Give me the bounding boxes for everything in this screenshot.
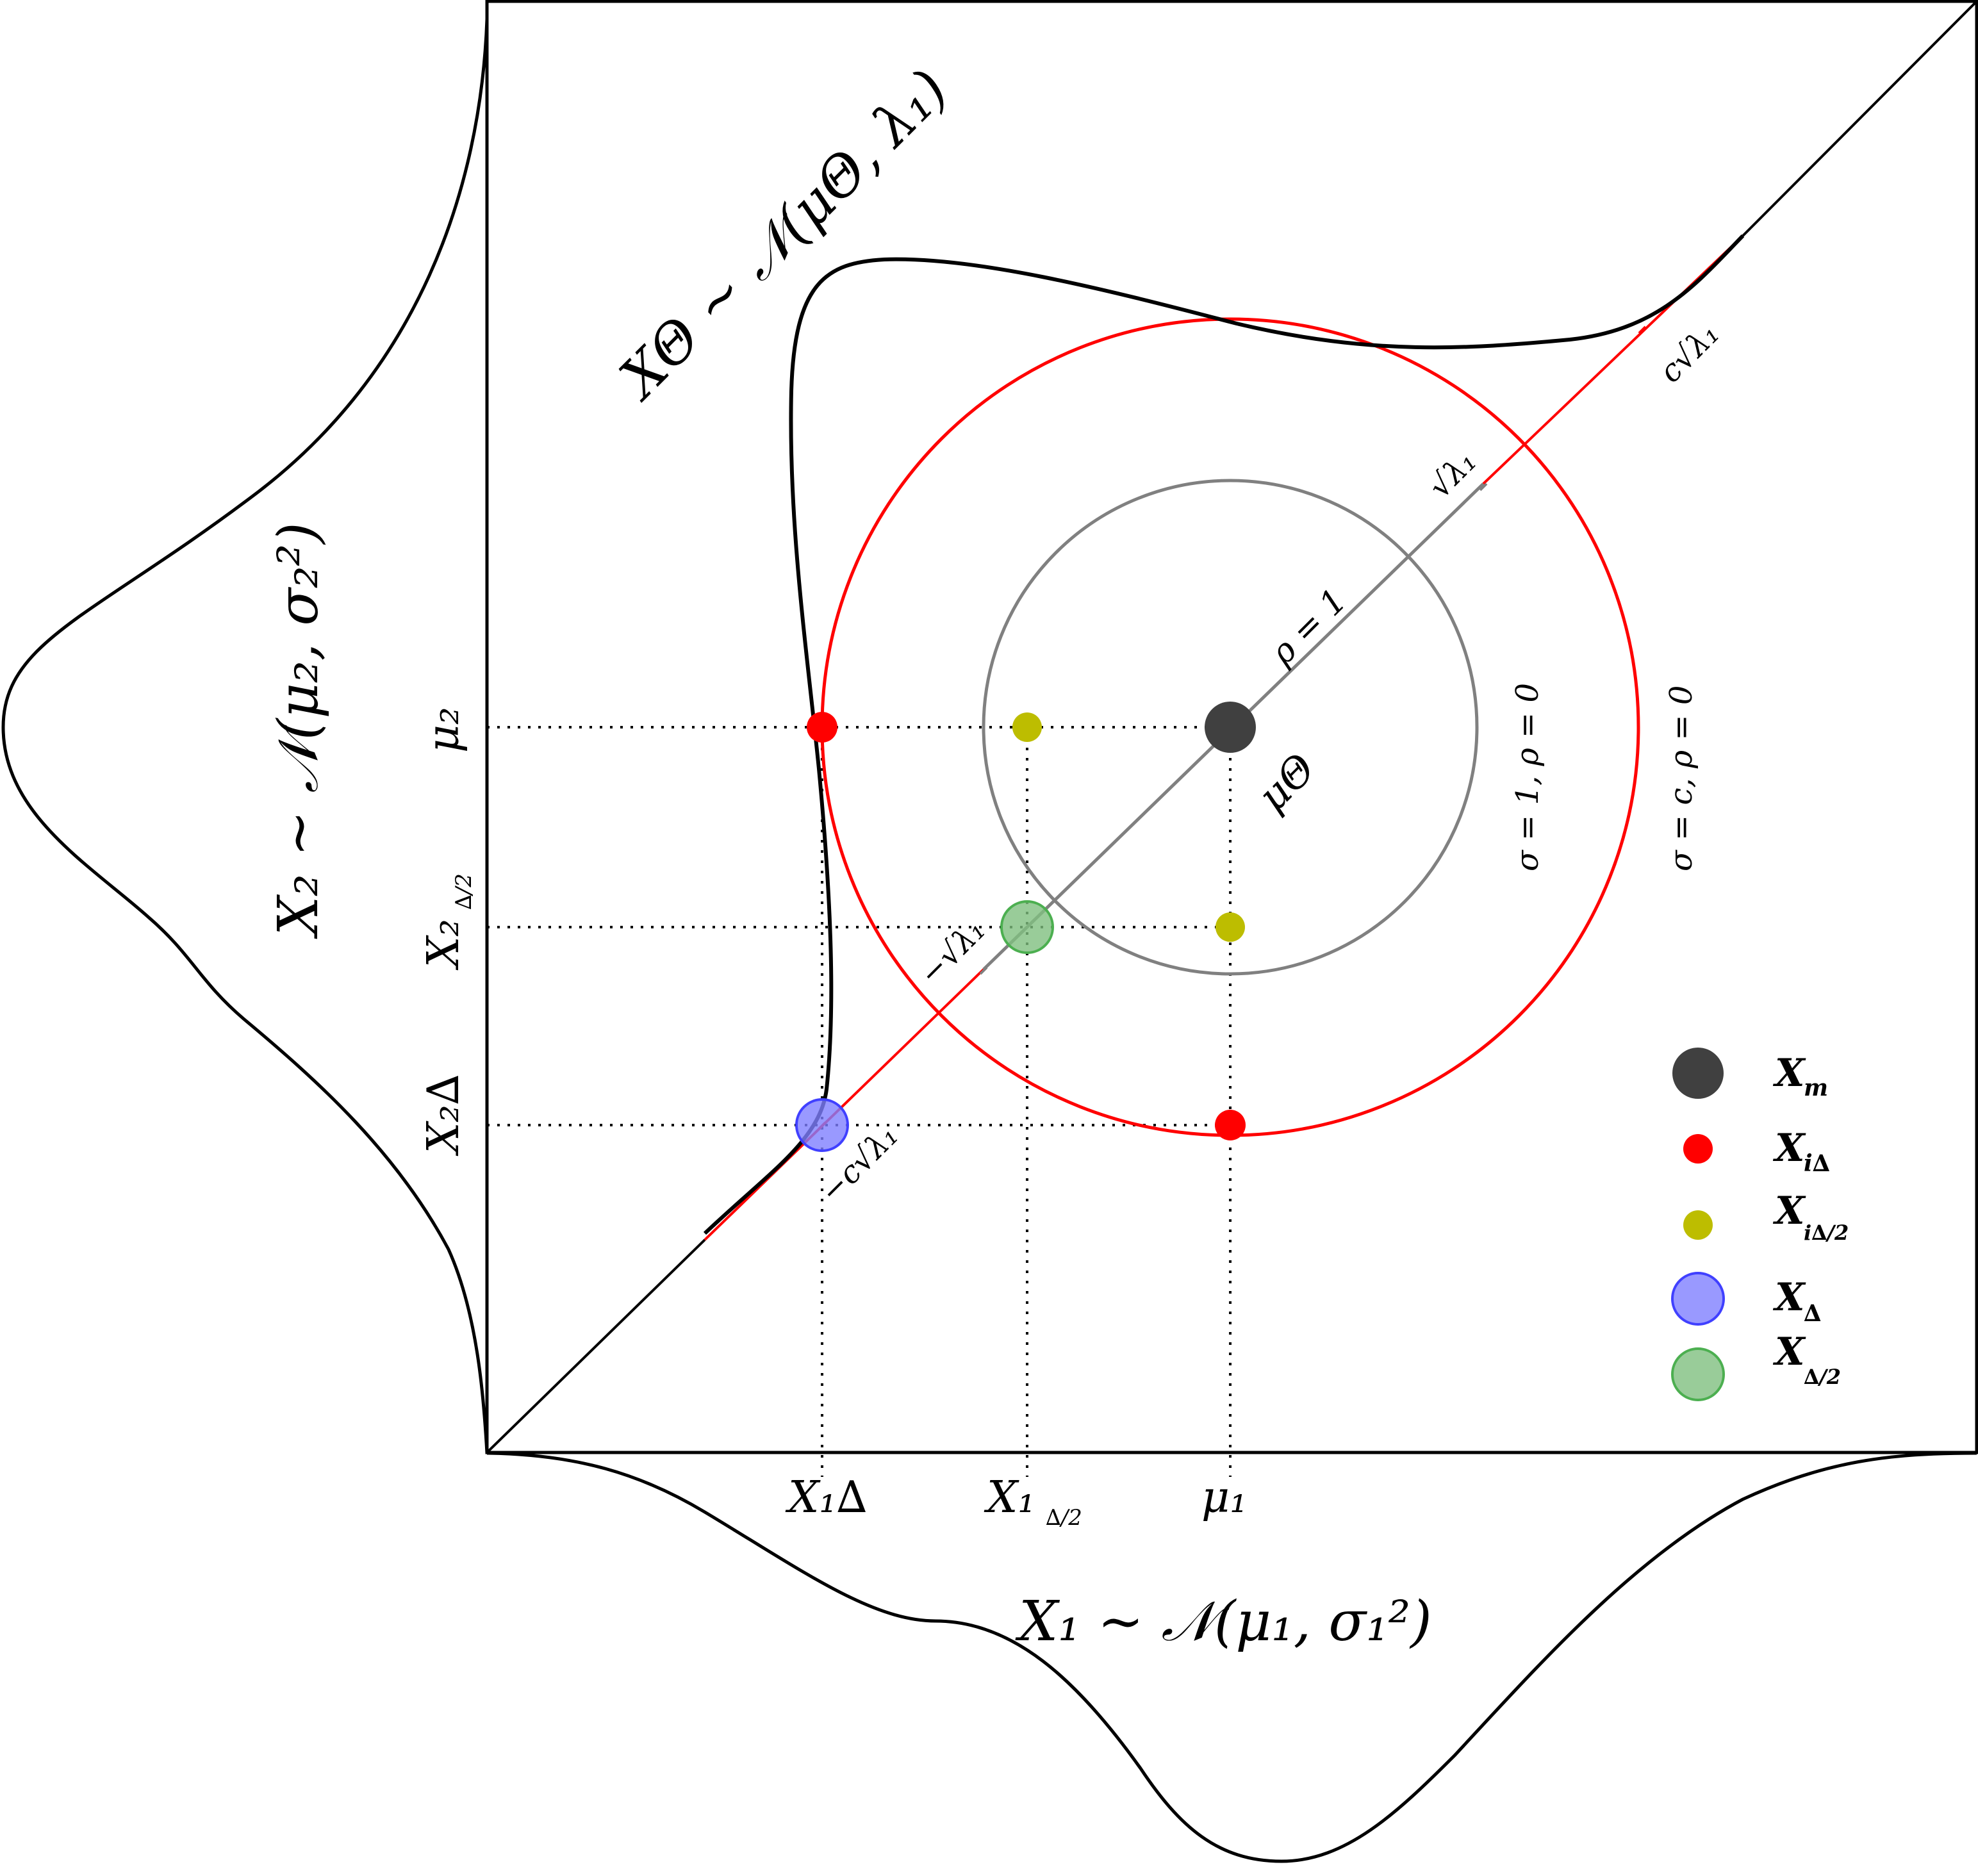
legend-item-blue: X ∆ xyxy=(1671,1272,1821,1327)
label-x2-half-sub: ∆/2 xyxy=(451,873,477,910)
label-c-sqrt-lambda1: c√λ₁ xyxy=(1652,316,1726,390)
legend-sub-mean: m xyxy=(1804,1074,1828,1101)
label-sqrt-lambda1: √λ₁ xyxy=(1422,443,1483,505)
point-red-bottom xyxy=(1215,1110,1246,1140)
point-yellow-top xyxy=(1012,712,1042,742)
x2-marginal-curve xyxy=(1,19,489,1454)
legend: X m X i∆ X i∆/2 X ∆ X ∆/2 xyxy=(1671,1048,1849,1401)
legend-sub-yellow: i∆/2 xyxy=(1804,1221,1849,1245)
label-x2-half: X₂ ∆/2 xyxy=(418,873,477,971)
circle-sigma-1 xyxy=(982,479,1479,976)
label-x1-half: X₁ ∆/2 xyxy=(984,1472,1082,1531)
label-x2-distribution: X₂ ~ 𝒩(μ₂, σ₂²) xyxy=(267,522,331,939)
legend-marker-yellow xyxy=(1683,1210,1713,1240)
diagonal-line-black-upper xyxy=(1742,0,1978,237)
label-x1-half-main: X₁ xyxy=(984,1472,1035,1523)
label-theta-distribution: XΘ ~ 𝒩(μΘ, λ₁) xyxy=(606,58,960,413)
legend-sub-blue: ∆ xyxy=(1804,1300,1821,1327)
label-sigma-c: σ = c, ρ = 0 xyxy=(1663,686,1699,871)
legend-marker-green xyxy=(1671,1347,1725,1401)
points xyxy=(795,702,1256,1152)
legend-sub-green: ∆/2 xyxy=(1804,1365,1841,1389)
diagonal-line-red-lower xyxy=(704,968,985,1241)
label-mu-theta: μΘ xyxy=(1249,745,1325,821)
legend-item-yellow: X i∆/2 xyxy=(1683,1189,1849,1245)
label-mu1: μ₁ xyxy=(1201,1472,1247,1523)
label-x2-delta: X₂∆ xyxy=(418,1074,469,1156)
tick-neg-sqrt-l1 xyxy=(979,966,988,975)
tick-c-sqrt-l1 xyxy=(1638,325,1647,334)
legend-label-green: X xyxy=(1772,1329,1806,1374)
legend-marker-mean xyxy=(1672,1048,1724,1099)
label-x1-delta: X₁∆ xyxy=(785,1472,867,1523)
label-x2-half-main: X₂ xyxy=(418,919,469,971)
legend-label-red: X xyxy=(1772,1126,1806,1171)
label-neg-sqrt-lambda1: −√λ₁ xyxy=(912,912,993,992)
x1-marginal-curve xyxy=(486,1451,1977,1863)
label-rho-1: ρ = 1 xyxy=(1263,582,1354,673)
joint-density-curve xyxy=(703,234,1745,1235)
label-mu2: μ₂ xyxy=(418,707,469,753)
legend-label-blue: X xyxy=(1772,1275,1806,1320)
legend-sub-red: i∆ xyxy=(1804,1150,1830,1177)
diagonal-line-black xyxy=(486,1238,706,1454)
point-blue xyxy=(795,1098,849,1152)
guide-lines xyxy=(487,726,1232,1477)
legend-marker-blue xyxy=(1671,1272,1725,1326)
tick-sqrt-l1 xyxy=(1479,482,1488,491)
legend-label-yellow: X xyxy=(1772,1189,1806,1233)
legend-marker-red xyxy=(1683,1134,1713,1164)
label-x1-distribution: X₁ ~ 𝒩(μ₁, σ₁²) xyxy=(1015,1590,1432,1654)
legend-item-red: X i∆ xyxy=(1683,1126,1830,1177)
legend-label-mean: X xyxy=(1772,1051,1806,1096)
legend-item-green: X ∆/2 xyxy=(1671,1329,1841,1401)
label-x1-half-sub: ∆/2 xyxy=(1046,1505,1082,1531)
point-red-left xyxy=(807,712,837,743)
label-sigma-1: σ = 1, ρ = 0 xyxy=(1510,683,1545,871)
point-mean xyxy=(1205,702,1256,753)
point-green xyxy=(1000,900,1054,954)
point-yellow-right xyxy=(1216,912,1245,942)
legend-item-mean: X m xyxy=(1672,1048,1828,1101)
